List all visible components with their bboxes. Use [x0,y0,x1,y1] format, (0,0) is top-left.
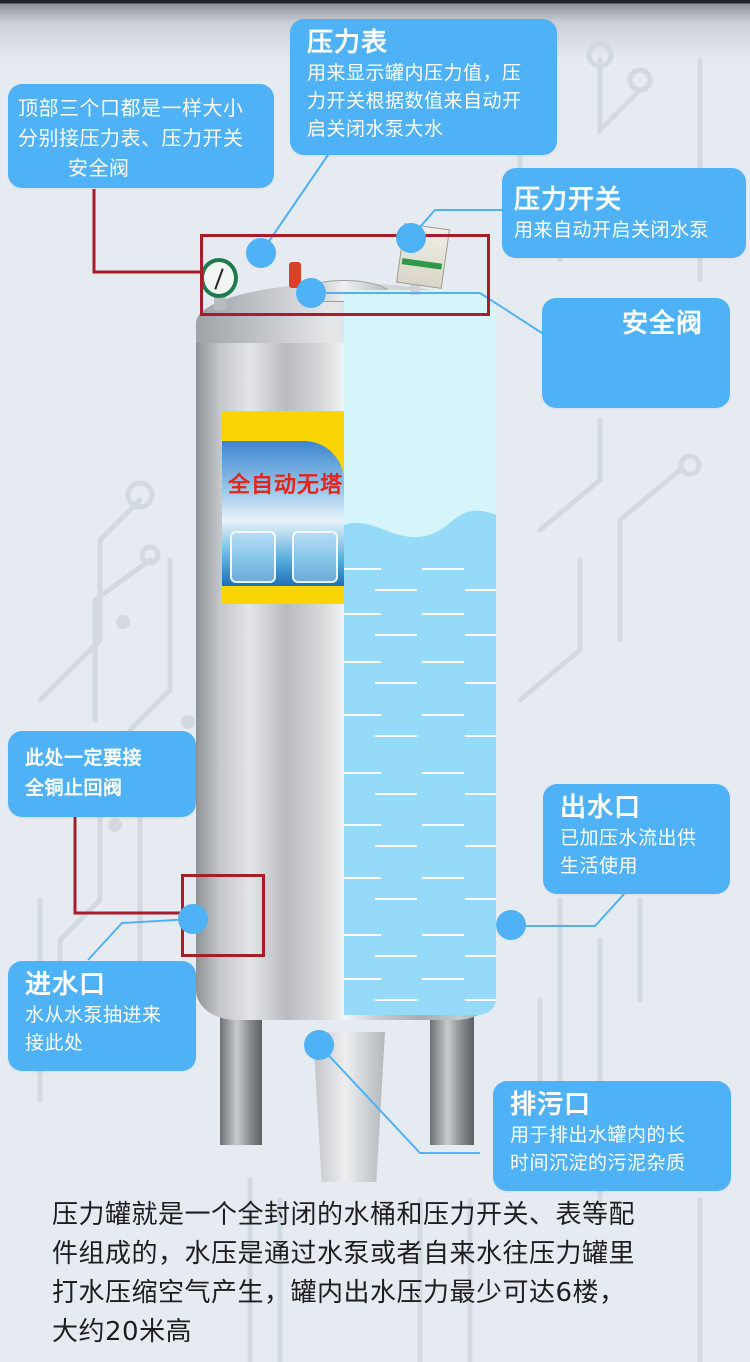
callout-line: 安全阀 [68,156,130,180]
callout-line: 顶部三个口都是一样大小 [18,96,244,120]
tank-leg-right [430,1015,474,1145]
callout-pressure-switch: 压力开关 用来自动开启关闭水泵 [502,168,746,258]
callout-safety-valve: 安全阀 [542,298,730,408]
callout-line: 力开关根据数值来自动开 [307,90,522,112]
callout-check-valve-note: 此处一定要接 全铜止回阀 [8,731,196,817]
callout-line: 用于排出水罐内的长 [510,1124,686,1146]
callout-line: 用来显示罐内压力值，压 [307,62,522,84]
callout-line: 时间沉淀的污泥杂质 [510,1152,686,1174]
callout-title: 安全阀 [622,309,704,339]
description-line: 大约20米高 [52,1317,193,1347]
marker-pressure-switch[interactable] [396,223,426,253]
callout-inlet: 进水口 水从水泵抽进来 接此处 [8,961,196,1071]
callout-title: 排污口 [510,1090,592,1120]
top-ports-highlight-frame [200,234,490,316]
callout-title: 出水口 [560,793,642,823]
marker-drain[interactable] [304,1030,334,1060]
description-line: 件组成的，水压是通过水泵或者自来水往压力罐里 [52,1239,636,1269]
description-line: 压力罐就是一个全封闭的水桶和压力开关、表等配 [52,1200,636,1230]
marker-pressure-gauge[interactable] [246,238,276,268]
callout-pressure-gauge: 压力表 用来显示罐内压力值，压 力开关根据数值来自动开 启关闭水泵大水 [290,19,557,155]
sticker-panel [292,531,338,583]
gauge-stem [214,296,226,310]
marker-safety-valve[interactable] [296,278,326,308]
callout-line: 启关闭水泵大水 [307,118,444,140]
callout-line: 用来自动开启关闭水泵 [514,219,710,241]
callout-line: 生活使用 [560,855,639,877]
marker-outlet[interactable] [496,910,526,940]
water-cutaway [344,290,496,1015]
callout-line: 水从水泵抽进来 [25,1004,162,1026]
callout-title: 压力开关 [514,185,623,215]
description-paragraph: 压力罐就是一个全封闭的水桶和压力开关、表等配 件组成的，水压是通过水泵或者自来水… [52,1196,732,1352]
callout-line: 接此处 [25,1032,84,1054]
callout-drain: 排污口 用于排出水罐内的长 时间沉淀的污泥杂质 [493,1081,731,1191]
switch-stem [410,285,420,295]
water-level-graphic [344,510,496,1015]
callout-top-ports: 顶部三个口都是一样大小 分别接压力表、压力开关 安全阀 [8,84,274,188]
safety-valve-icon [289,262,301,288]
tank-leg-left [220,1015,262,1145]
tank-sticker: 全自动无塔 [222,411,344,604]
callout-line: 全铜止回阀 [25,777,123,799]
callout-outlet: 出水口 已加压水流出供 生活使用 [543,784,730,894]
callout-title: 进水口 [25,970,107,1000]
description-line: 打水压缩空气产生，罐内出水压力最少可达6楼， [52,1278,626,1308]
callout-line: 已加压水流出供 [560,827,697,849]
sticker-panel [230,531,276,583]
callout-title: 压力表 [307,28,389,58]
sticker-title: 全自动无塔 [228,473,344,498]
callout-line: 分别接压力表、压力开关 [18,126,244,150]
marker-inlet[interactable] [178,904,208,934]
callout-line: 此处一定要接 [25,747,143,769]
